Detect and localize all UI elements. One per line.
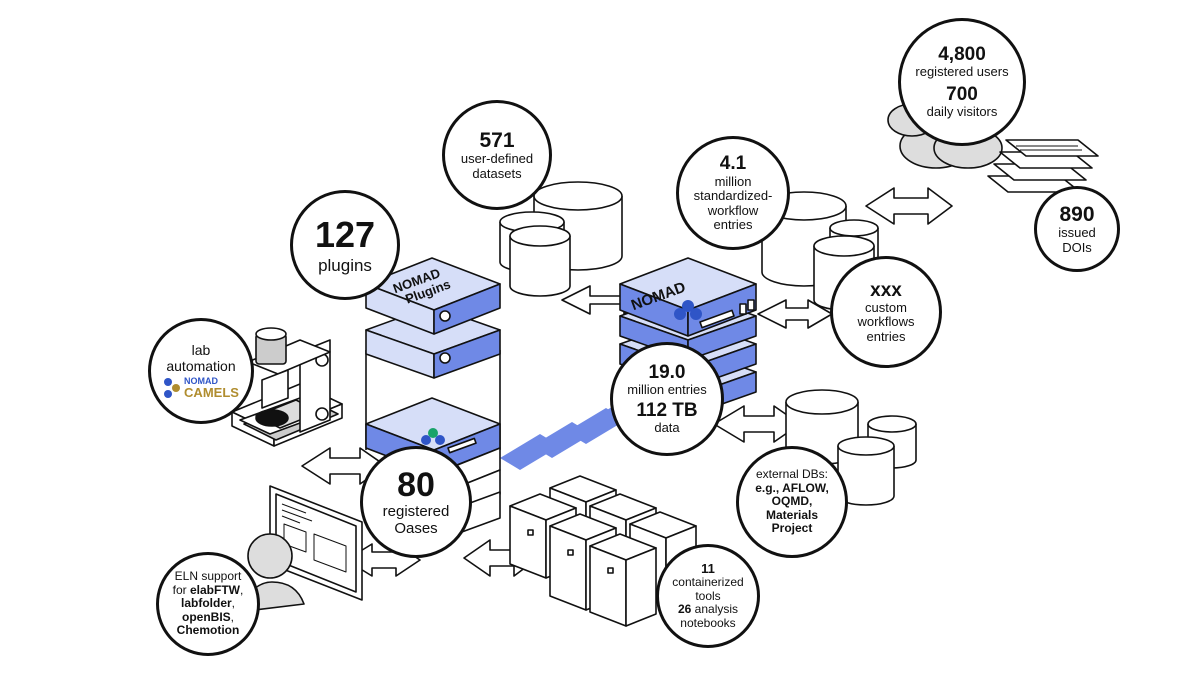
dois-label-2: DOIs bbox=[1062, 239, 1092, 255]
dois-label-1: issued bbox=[1058, 225, 1096, 241]
compute-racks bbox=[509, 475, 697, 627]
entries-label: million entries bbox=[627, 382, 707, 398]
lab-label-2: automation bbox=[166, 358, 236, 374]
tools-count: 11 bbox=[701, 560, 715, 576]
visitors-count: 700 bbox=[946, 84, 978, 105]
oases-count: 80 bbox=[397, 466, 435, 505]
lab-instrument bbox=[231, 327, 343, 447]
plugins-label: plugins bbox=[318, 255, 372, 275]
eln-item-4: Chemotion bbox=[176, 623, 240, 638]
lab-label-1: lab bbox=[191, 342, 211, 359]
notebooks-count: 26 bbox=[677, 602, 692, 617]
eln-for: for bbox=[172, 582, 190, 597]
datasets-label-2: datasets bbox=[472, 165, 522, 181]
camels-logo-icon bbox=[164, 377, 181, 398]
external-db-4: Project bbox=[771, 521, 813, 536]
database-datasets bbox=[499, 181, 623, 297]
external-db-2: OQMD, bbox=[771, 494, 813, 509]
data-volume: 112 TB bbox=[636, 400, 698, 421]
bubble-entries: 19.0 million entries 112 TB data bbox=[610, 342, 724, 456]
bubble-plugins: 127 plugins bbox=[290, 190, 400, 300]
camels-logo: NOMAD CAMELS bbox=[163, 375, 239, 400]
visitors-label: daily visitors bbox=[926, 104, 998, 120]
external-db-3: Materials bbox=[765, 507, 819, 522]
camels-logo-camels: CAMELS bbox=[184, 384, 239, 400]
datasets-count: 571 bbox=[479, 128, 515, 152]
datasets-label-1: user-defined bbox=[460, 151, 534, 167]
database-external bbox=[785, 389, 917, 506]
arrow-users bbox=[865, 187, 953, 225]
workflow-label-2: standardized- bbox=[693, 188, 773, 204]
eln-item-2: labfolder bbox=[180, 596, 232, 611]
plugins-stack bbox=[365, 257, 501, 450]
plugins-count: 127 bbox=[314, 214, 376, 256]
notebooks-label: analysis bbox=[694, 602, 739, 617]
bubble-users: 4,800 registered users 700 daily visitor… bbox=[898, 18, 1026, 146]
bubble-eln-support: ELN support for elabFTW, labfolder, open… bbox=[156, 552, 260, 656]
bubble-dois: 890 issued DOIs bbox=[1034, 186, 1120, 272]
workflow-label-1: million bbox=[714, 173, 752, 189]
eln-label: ELN support bbox=[174, 569, 242, 584]
rack-6 bbox=[589, 533, 657, 627]
doi-documents bbox=[987, 139, 1099, 193]
users-label: registered users bbox=[915, 64, 1009, 80]
workflow-label-4: entries bbox=[713, 217, 753, 233]
eln-item-3: openBIS bbox=[181, 609, 231, 624]
external-label: external DBs: bbox=[755, 467, 829, 482]
bubble-lab-automation: lab automation NOMAD CAMELS bbox=[148, 318, 254, 424]
custom-label-3: entries bbox=[866, 328, 906, 344]
notebooks-label-b: notebooks bbox=[680, 615, 736, 630]
workflow-count: 4.1 bbox=[719, 153, 747, 175]
users-count: 4,800 bbox=[938, 44, 986, 66]
bubble-custom-workflows: xxx custom workflows entries bbox=[830, 256, 942, 368]
bubble-workflow-entries: 4.1 million standardized- workflow entri… bbox=[676, 136, 790, 250]
bubble-external-dbs: external DBs: e.g., AFLOW, OQMD, Materia… bbox=[736, 446, 848, 558]
bubble-datasets: 571 user-defined datasets bbox=[442, 100, 552, 210]
tools-label-b: tools bbox=[695, 588, 721, 603]
entries-count: 19.0 bbox=[648, 362, 686, 384]
custom-label-1: custom bbox=[865, 299, 907, 315]
workflow-label-3: workflow bbox=[707, 202, 759, 218]
eln-item-1: elabFTW bbox=[190, 582, 240, 597]
camels-logo-nomad: NOMAD bbox=[184, 375, 219, 386]
dois-count: 890 bbox=[1059, 202, 1095, 226]
oases-label-1: registered bbox=[382, 503, 450, 521]
data-volume-label: data bbox=[654, 420, 680, 436]
bubble-oases: 80 registered Oases bbox=[360, 446, 472, 558]
custom-count: xxx bbox=[870, 279, 902, 301]
bubble-tools: 11 containerized tools 26 analysis noteb… bbox=[656, 544, 760, 648]
external-db-1: e.g., AFLOW, bbox=[755, 480, 829, 495]
custom-label-2: workflows bbox=[857, 314, 915, 330]
tools-label: containerized bbox=[672, 575, 744, 590]
oases-label-2: Oases bbox=[394, 520, 438, 538]
